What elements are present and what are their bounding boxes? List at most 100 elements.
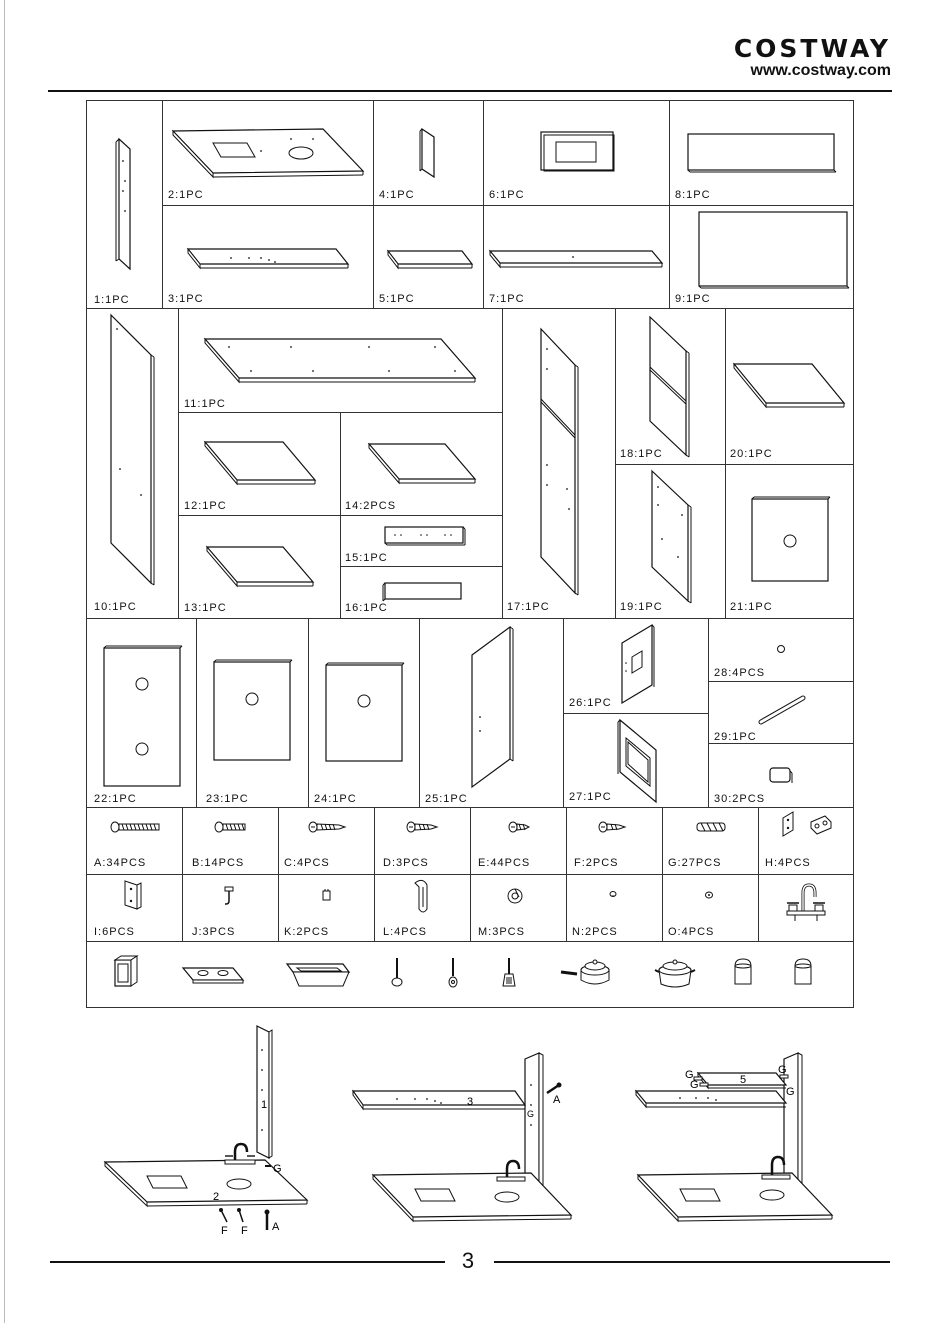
hw-label-J: J:3PCS (192, 926, 236, 938)
sink-basin-icon (285, 963, 351, 987)
pepper-shaker-icon (794, 958, 812, 985)
hw-cell-F: F:2PCS (566, 807, 663, 875)
part-label-5: 5:1PC (379, 293, 415, 305)
part-26-drawing (621, 623, 655, 705)
part-12-drawing (203, 440, 317, 486)
hw-cell-C: C:4PCS (278, 807, 375, 875)
hook-j-icon (224, 886, 234, 905)
part-label-9: 9:1PC (675, 293, 711, 305)
part-16-drawing (382, 582, 462, 602)
part-label-25: 25:1PC (425, 793, 468, 805)
part-label-15: 15:1PC (345, 552, 388, 564)
hw-cell-D: D:3PCS (374, 807, 471, 875)
step1-label-a: A (272, 1221, 280, 1233)
part-label-14: 14:2PCS (345, 500, 397, 512)
part-3-drawing (186, 247, 350, 270)
part-label-18: 18:1PC (620, 448, 663, 460)
screw-e-icon (508, 821, 531, 833)
part-9-drawing (698, 211, 850, 289)
hw-cell-L: L:4PCS (374, 874, 471, 942)
page-number: 3 (461, 1248, 475, 1273)
screw-c-icon (308, 821, 347, 833)
part-cell-13: 13:1PC (178, 515, 341, 619)
part-cell-19: 19:1PC (615, 464, 726, 619)
hinge-h-icon (782, 811, 832, 837)
part-cell-8: 8:1PC (669, 100, 854, 206)
step2-label-g: G (527, 1109, 534, 1119)
hw-label-B: B:14PCS (192, 857, 245, 869)
part-label-7: 7:1PC (489, 293, 525, 305)
hw-cell-K: K:2PCS (278, 874, 375, 942)
part-14-drawing (367, 442, 477, 485)
hw-cell-G: G:27PCS (662, 807, 759, 875)
part-cell-12: 12:1PC (178, 412, 341, 516)
hw-label-A: A:34PCS (94, 857, 147, 869)
part-cell-16: 16:1PC (340, 566, 503, 619)
part-cell-1: 1:1PC (86, 100, 163, 309)
brand-url: www.costway.com (750, 62, 891, 79)
hw-cell-N: N:2PCS (566, 874, 663, 942)
part-15-drawing (384, 526, 466, 546)
step3-label-g3: G (778, 1064, 787, 1076)
step2-label-3: 3 (467, 1096, 473, 1108)
part-label-27: 27:1PC (569, 791, 612, 803)
clip-k-icon (322, 889, 331, 901)
hw-label-L: L:4PCS (383, 926, 427, 938)
hw-cell-faucet (758, 874, 854, 942)
frying-pan-icon (560, 959, 610, 985)
accessories-drawing (113, 955, 812, 988)
part-cell-3: 3:1PC (162, 205, 374, 309)
cooktop-icon (181, 967, 245, 984)
part-label-11: 11:1PC (184, 398, 226, 410)
part-30-drawing (769, 767, 793, 783)
hw-cell-I: I:6PCS (86, 874, 183, 942)
part-cell-25: 25:1PC (419, 618, 564, 808)
part-label-1: 1:1PC (94, 294, 130, 306)
part-label-23: 23:1PC (206, 793, 249, 805)
part-cell-27: 27:1PC (563, 713, 709, 808)
part-label-19: 19:1PC (620, 601, 663, 613)
part-cell-5: 5:1PC (373, 205, 484, 309)
part-cell-23: 23:1PC (196, 618, 309, 808)
part-cell-29: 29:1PC (708, 681, 854, 744)
part-label-29: 29:1PC (714, 731, 757, 743)
part-13-drawing (205, 545, 315, 588)
part-label-3: 3:1PC (168, 293, 204, 305)
spatula-icon (448, 958, 458, 988)
nut-n-icon (609, 891, 617, 897)
step3-label-g1: G (685, 1069, 694, 1081)
part-21-drawing (751, 496, 831, 582)
part-22-drawing (103, 645, 183, 787)
step1-label-2: 2 (213, 1191, 219, 1203)
part-27-drawing (617, 718, 657, 804)
hw-label-H: H:4PCS (765, 857, 811, 869)
part-cell-10: 10:1PC (86, 308, 179, 619)
part-4-drawing (419, 127, 435, 179)
hw-label-I: I:6PCS (94, 926, 135, 938)
part-8-drawing (687, 133, 837, 173)
part-cell-4: 4:1PC (373, 100, 484, 206)
salt-shaker-icon (734, 958, 752, 985)
step2-label-a: A (553, 1094, 561, 1106)
part-10-drawing (110, 313, 155, 586)
hw-label-D: D:3PCS (383, 857, 429, 869)
hw-cell-M: M:3PCS (470, 874, 567, 942)
screw-d-icon (406, 821, 439, 833)
part-cell-26: 26:1PC (563, 618, 709, 714)
part-cell-22: 22:1PC (86, 618, 197, 808)
dowel-g-icon (696, 822, 726, 832)
screw-a-icon (110, 821, 160, 833)
part-7-drawing (488, 249, 664, 269)
header-rule (48, 90, 892, 92)
part-19-drawing (651, 469, 692, 604)
part-cell-24: 24:1PC (308, 618, 420, 808)
hw-cell-J: J:3PCS (182, 874, 279, 942)
part-6-drawing (540, 131, 615, 172)
ladle-icon (391, 958, 403, 987)
part-label-17: 17:1PC (507, 601, 550, 613)
part-cell-28: 28:4PCS (708, 618, 854, 682)
part-2-drawing (171, 128, 365, 179)
handle-l-icon (414, 879, 428, 913)
part-label-24: 24:1PC (314, 793, 357, 805)
hw-label-G: G:27PCS (668, 857, 722, 869)
